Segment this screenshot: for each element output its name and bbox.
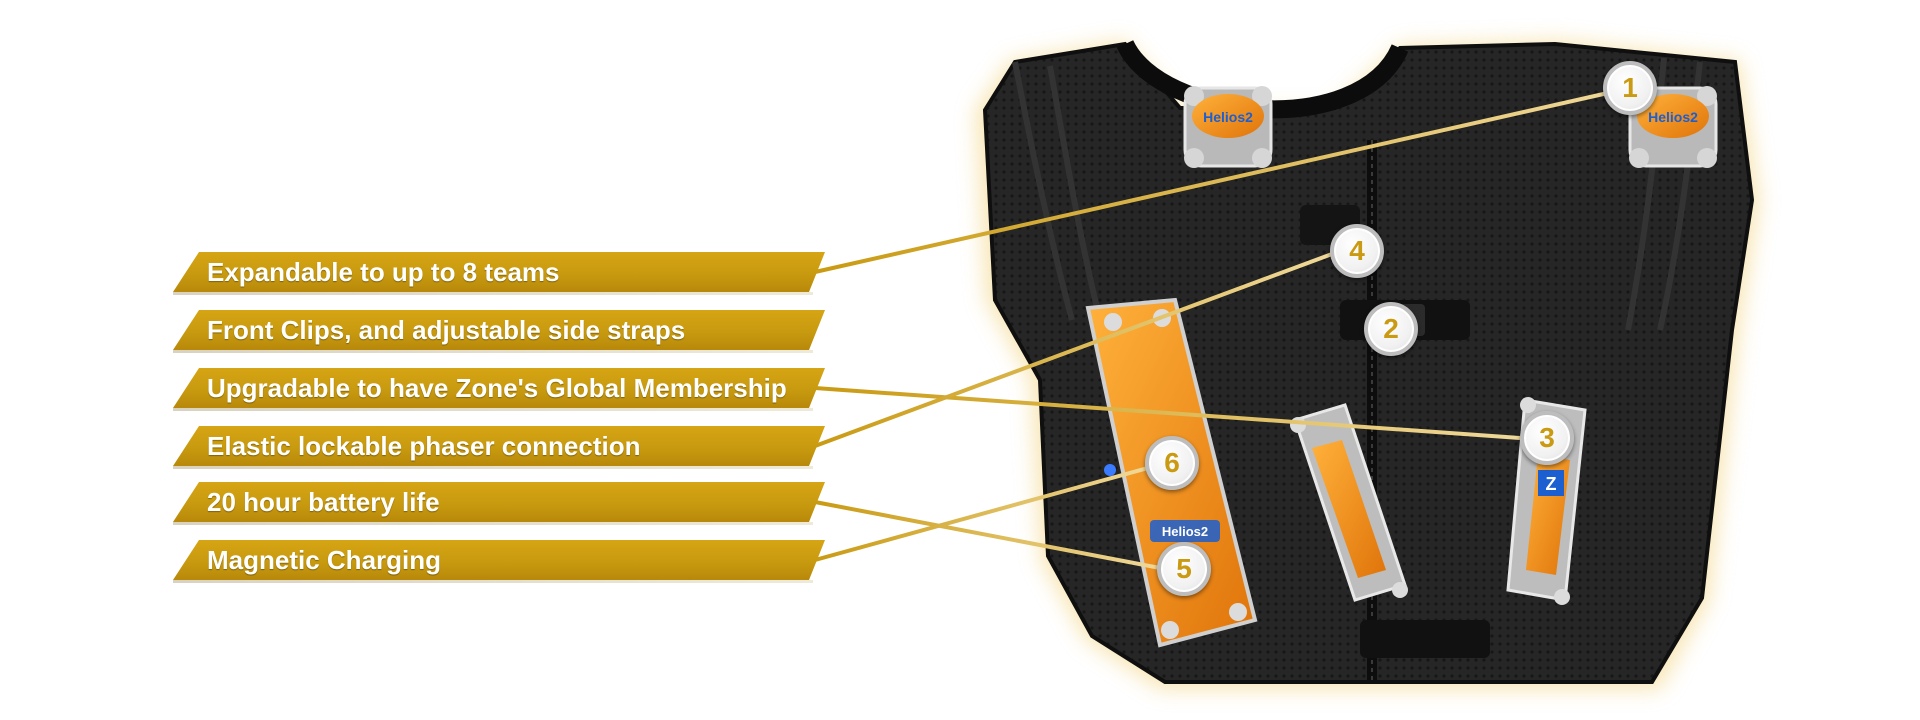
sensor-logo-text: Helios2 bbox=[1648, 109, 1698, 125]
feature-banner-5: 20 hour battery life bbox=[173, 482, 825, 522]
feature-label: Elastic lockable phaser connection bbox=[207, 431, 641, 461]
callout-marker-4[interactable]: 4 bbox=[1330, 224, 1384, 278]
sensor-logo-text: Helios2 bbox=[1203, 109, 1253, 125]
feature-banner-6: Magnetic Charging bbox=[173, 540, 825, 580]
feature-banner-1: Expandable to up to 8 teams bbox=[173, 252, 825, 292]
banner-shadow bbox=[173, 408, 813, 411]
callout-marker-5[interactable]: 5 bbox=[1157, 542, 1211, 596]
side-strap-buckle bbox=[1360, 620, 1490, 658]
battery-logo-text: Helios2 bbox=[1162, 524, 1208, 539]
banner-shadow bbox=[173, 522, 813, 525]
right-shoulder-sensor: Helios2 bbox=[1628, 86, 1718, 168]
feature-label: Expandable to up to 8 teams bbox=[207, 257, 560, 287]
banner-shadow bbox=[173, 292, 813, 295]
zone-badge-letter: Z bbox=[1546, 474, 1557, 494]
left-shoulder-sensor: Helios2 bbox=[1183, 86, 1273, 168]
feature-banner-2: Front Clips, and adjustable side straps bbox=[173, 310, 825, 350]
callout-marker-2[interactable]: 2 bbox=[1364, 302, 1418, 356]
callout-marker-3[interactable]: 3 bbox=[1520, 411, 1574, 465]
banner-shadow bbox=[173, 466, 813, 469]
banner-shadow bbox=[173, 580, 813, 583]
callout-marker-1[interactable]: 1 bbox=[1603, 61, 1657, 115]
feature-label: 20 hour battery life bbox=[207, 487, 440, 517]
feature-banner-3: Upgradable to have Zone's Global Members… bbox=[173, 368, 825, 408]
feature-label: Front Clips, and adjustable side straps bbox=[207, 315, 686, 345]
callout-marker-6[interactable]: 6 bbox=[1145, 436, 1199, 490]
feature-label: Magnetic Charging bbox=[207, 545, 442, 575]
banner-shadow bbox=[173, 350, 813, 353]
feature-banner-4: Elastic lockable phaser connection bbox=[173, 426, 825, 466]
feature-label: Upgradable to have Zone's Global Members… bbox=[207, 373, 787, 403]
